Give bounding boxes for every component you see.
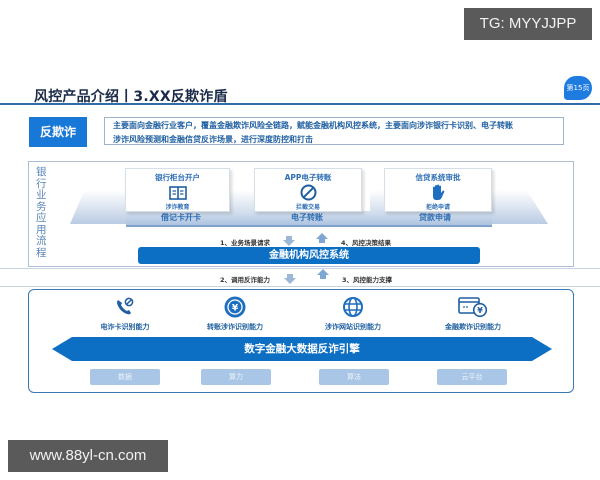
card-yuan-icon: ¥ — [428, 296, 518, 318]
scenario-action: 拦截交易 — [295, 204, 320, 211]
scenario-card-credit-approval: 信贷系统审批 拒绝申请 — [384, 168, 492, 212]
product-tag: 反欺诈 — [29, 117, 87, 147]
watermark-top: TG: MYYJJPP — [464, 8, 592, 40]
scenario-title: 信贷系统审批 — [415, 173, 461, 182]
scenario-action: 拒绝申请 — [425, 204, 450, 211]
hand-stop-icon — [385, 184, 491, 201]
step-3-label: 3、风控能力支撑 — [342, 276, 393, 284]
scenario-card-app-transfer: APP电子转账 拦截交易 — [254, 168, 362, 212]
arrow-up-icon — [316, 233, 328, 243]
description-line-2: 涉诈风险预测和金融信贷反诈场景，进行深度防控和打击 — [113, 135, 313, 144]
scenario-base-debit-card: 借记卡开卡 — [126, 211, 236, 227]
page-number-badge: 第15页 — [564, 76, 592, 100]
base-item-algorithm: 算法 — [319, 369, 389, 385]
scenario-title: 银行柜台开户 — [155, 173, 200, 182]
separator — [0, 268, 600, 269]
arrow-up-icon — [317, 269, 329, 279]
title-divider — [0, 103, 600, 105]
book-icon — [126, 184, 229, 201]
block-icon — [255, 184, 361, 201]
watermark-bottom: www.88yl-cn.com — [8, 440, 168, 472]
arrow-down-icon — [283, 236, 295, 246]
capability-item: 涉诈网站识别能力 — [308, 296, 398, 332]
page-title: 风控产品介绍丨3.XX反欺诈盾 — [34, 89, 228, 105]
capability-label: 转账涉诈识别能力 — [207, 323, 263, 331]
capability-label: 金融欺诈识别能力 — [445, 323, 501, 331]
capability-item: ¥ 金融欺诈识别能力 — [428, 296, 518, 332]
scenario-base-loan: 贷款申请 — [378, 211, 492, 227]
capability-label: 电诈卡识别能力 — [100, 323, 150, 331]
svg-text:¥: ¥ — [477, 306, 483, 315]
base-item-data: 数据 — [90, 369, 160, 385]
risk-control-system-bar: 金融机构风控系统 — [138, 247, 480, 264]
arrow-down-icon — [284, 274, 296, 284]
capability-label: 涉诈网站识别能力 — [325, 323, 381, 331]
globe-icon — [308, 296, 398, 318]
description-line-1: 主要面向金融行业客户，覆盖金融欺诈风险全链路，赋能金融机构风控系统，主要面向涉诈… — [113, 121, 513, 130]
step-1-label: 1、业务场景请求 — [220, 239, 271, 247]
capability-item: ¥ 转账涉诈识别能力 — [190, 296, 280, 332]
step-4-label: 4、风控决策结果 — [341, 239, 392, 247]
scenario-title: APP电子转账 — [284, 173, 332, 182]
product-description: 主要面向金融行业客户，覆盖金融欺诈风险全链路，赋能金融机构风控系统，主要面向涉诈… — [104, 117, 564, 145]
yuan-transfer-icon: ¥ — [190, 296, 280, 318]
step-2-label: 2、调用反诈能力 — [220, 276, 271, 284]
base-item-cloud-platform: 云平台 — [437, 369, 507, 385]
anti-fraud-engine-banner: 数字金融大数据反诈引擎 — [52, 337, 552, 361]
separator — [0, 286, 600, 287]
bank-flow-label: 银行业务应用流程 — [36, 166, 47, 259]
scenario-base-e-transfer: 电子转账 — [232, 211, 382, 227]
scenario-action: 涉诈教育 — [165, 204, 190, 211]
capability-item: 电诈卡识别能力 — [80, 296, 170, 332]
phone-block-icon — [80, 296, 170, 318]
svg-text:¥: ¥ — [232, 304, 239, 314]
base-item-compute: 算力 — [201, 369, 271, 385]
scenario-card-counter: 银行柜台开户 涉诈教育 — [125, 168, 230, 212]
